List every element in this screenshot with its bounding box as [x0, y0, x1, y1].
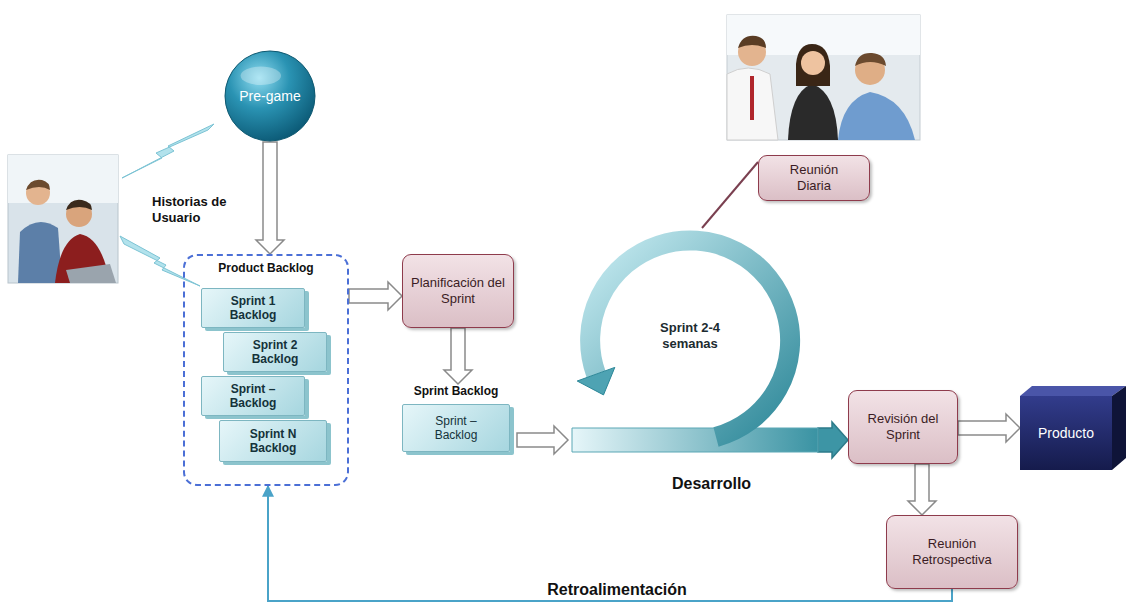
photo-frame: [727, 15, 920, 140]
person-hair: [66, 200, 92, 210]
flow-arrow: [256, 142, 284, 254]
lightning-bolt: [120, 236, 200, 286]
node-text: Reunión Retrospectiva: [897, 536, 1007, 567]
person-body: [788, 84, 838, 140]
product-cube: Producto: [1020, 386, 1126, 470]
person-hair: [738, 36, 766, 48]
person-head: [801, 51, 825, 75]
node-text: Sprint 2 Backlog: [243, 338, 307, 367]
node-text: Sprint 1 Backlog: [221, 294, 285, 323]
node-text: Producto: [1038, 425, 1094, 441]
node-text: Planificación del Sprint: [410, 275, 506, 306]
flow-arrow: [908, 464, 936, 515]
backlog-card: Sprint – Backlog: [201, 376, 305, 416]
node-text: Sprint – Backlog: [424, 414, 488, 443]
cube-front: [1020, 396, 1112, 470]
annotation-label: Historias de Usuario: [152, 194, 236, 225]
person-hair: [855, 53, 886, 66]
backlog-container: Product BacklogSprint 1 BacklogSprint 2 …: [183, 254, 349, 486]
feedback-line: [268, 486, 952, 601]
sprint-cycle: Sprint 2-4 semanas: [568, 228, 818, 462]
process-box: Reunión Diaria: [758, 155, 870, 201]
edge-group: [256, 142, 1020, 601]
edge-label: Retroalimentación: [543, 580, 691, 599]
person-hair: [796, 44, 830, 86]
cycle-arc: [590, 240, 790, 437]
node-text: Sprint N Backlog: [241, 427, 305, 456]
photo-window: [8, 155, 118, 203]
cycle-arrowhead: [577, 367, 615, 395]
backlog-card: Sprint N Backlog: [219, 420, 327, 462]
pregame-circle: Pre-game: [224, 50, 316, 142]
sprint-backlog: Sprint BacklogSprint – Backlog: [395, 384, 517, 462]
node-text: Reunión Diaria: [774, 162, 854, 193]
cycle-band: [572, 428, 818, 452]
flow-arrow: [349, 282, 402, 310]
process-box: Planificación del Sprint: [402, 254, 514, 328]
backlog-card: Sprint – Backlog: [402, 404, 510, 452]
node-text: Product Backlog: [185, 261, 347, 275]
person-body: [727, 68, 778, 140]
backlog-card: Sprint 2 Backlog: [223, 332, 327, 372]
person-body: [838, 92, 915, 140]
lightning-bolt: [122, 124, 214, 178]
node-text: Sprint 2-4 semanas: [640, 320, 740, 351]
person-hair: [26, 180, 50, 190]
laptop: [66, 264, 116, 283]
cube-side: [1112, 386, 1126, 470]
flow-arrow: [818, 422, 848, 458]
process-box: Revisión del Sprint: [848, 390, 958, 464]
node-text: Revisión del Sprint: [861, 411, 945, 442]
ball: [225, 51, 315, 141]
flow-arrow: [517, 426, 568, 454]
tie: [750, 76, 754, 120]
flow-arrow: [958, 414, 1020, 442]
leader-line: [702, 162, 758, 228]
flow-arrow: [444, 328, 472, 384]
node-text: Pre-game: [239, 88, 300, 104]
node-text: Sprint – Backlog: [221, 382, 285, 411]
photo-frame: [8, 155, 118, 283]
heading-text: Sprint Backlog: [414, 384, 499, 398]
backlog-card: Sprint 1 Backlog: [201, 288, 305, 328]
cube-top: [1020, 386, 1126, 396]
process-box: Reunión Retrospectiva: [886, 515, 1018, 589]
phase-label: Desarrollo: [672, 474, 751, 493]
ball-highlight: [241, 67, 281, 85]
person-body: [18, 222, 62, 283]
